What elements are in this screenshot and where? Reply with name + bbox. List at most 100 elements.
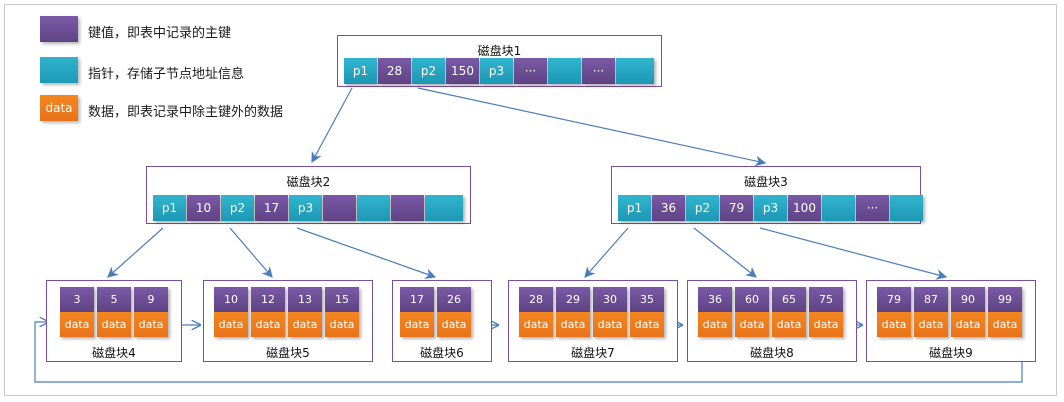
leaf-data: data [325,312,359,337]
leaf-key-3: 3 [60,287,94,312]
cell-pointer-empty-2[interactable] [890,195,923,221]
leaf-key-28: 28 [519,287,553,312]
cell-pointer-empty-1[interactable] [822,195,855,221]
leaf-cell[interactable]: 26 data [437,287,471,337]
cell-pointer-p1[interactable]: p1 [153,195,186,221]
cell-key-17[interactable]: 17 [255,195,288,221]
cell-pointer-empty-1[interactable] [357,195,390,221]
cell-pointer-p1[interactable]: p1 [618,195,651,221]
cell-key-10[interactable]: 10 [187,195,220,221]
leaf-data: data [772,312,806,337]
cell-key-ellipsis-1[interactable]: ··· [514,58,547,84]
leaf-data: data [951,312,985,337]
cell-key-empty-2[interactable] [391,195,424,221]
cell-pointer-p3[interactable]: p3 [289,195,322,221]
cell-key-150[interactable]: 150 [446,58,479,84]
leaf-cell[interactable]: 15 data [325,287,359,337]
cell-pointer-p1[interactable]: p1 [344,58,377,84]
leaf-key-60: 60 [735,287,769,312]
leaf-cell[interactable]: 10 data [214,287,248,337]
disk-block-7-cells: 28 data 29 data 30 data 35 data [519,287,667,337]
disk-block-5-cells: 10 data 12 data 13 data 15 data [214,287,362,337]
leaf-cell[interactable]: 79 data [877,287,911,337]
leaf-cell[interactable]: 90 data [951,287,985,337]
leaf-data: data [97,312,131,337]
cell-key-36[interactable]: 36 [652,195,685,221]
legend-label-data: 数据，即表记录中除主键外的数据 [88,105,284,120]
leaf-key-29: 29 [556,287,590,312]
leaf-data: data [519,312,553,337]
leaf-data: data [214,312,248,337]
leaf-data: data [914,312,948,337]
cell-pointer-empty-2[interactable] [616,58,654,84]
cell-pointer-p2[interactable]: p2 [221,195,254,221]
legend-label-pointer: 指针，存储子节点地址信息 [88,67,245,82]
cell-key-100[interactable]: 100 [788,195,821,221]
leaf-data: data [877,312,911,337]
disk-block-1-title: 磁盘块1 [477,44,522,58]
leaf-cell[interactable]: 28 data [519,287,553,337]
disk-block-2-title: 磁盘块2 [286,175,331,189]
leaf-key-17: 17 [400,287,434,312]
cell-key-79[interactable]: 79 [720,195,753,221]
cell-pointer-p3[interactable]: p3 [754,195,787,221]
disk-block-4-title: 磁盘块4 [92,346,136,360]
leaf-key-75: 75 [809,287,843,312]
disk-block-5-title: 磁盘块5 [266,346,310,360]
leaf-cell[interactable]: 3 data [60,287,94,337]
disk-block-9-cells: 79 data 87 data 90 data 99 data [877,287,1025,337]
leaf-data: data [437,312,471,337]
leaf-cell[interactable]: 75 data [809,287,843,337]
leaf-data: data [556,312,590,337]
leaf-cell[interactable]: 29 data [556,287,590,337]
disk-block-9-title: 磁盘块9 [929,346,973,360]
leaf-data: data [698,312,732,337]
leaf-key-65: 65 [772,287,806,312]
leaf-cell[interactable]: 13 data [288,287,322,337]
key-swatch [40,16,78,42]
pointer-swatch [40,57,78,83]
cell-key-empty-1[interactable] [323,195,356,221]
leaf-data: data [251,312,285,337]
leaf-data: data [809,312,843,337]
diagram-frame [4,4,1057,396]
cell-key-28[interactable]: 28 [378,58,411,84]
leaf-data: data [988,312,1022,337]
leaf-cell[interactable]: 99 data [988,287,1022,337]
leaf-cell[interactable]: 87 data [914,287,948,337]
leaf-cell[interactable]: 35 data [630,287,664,337]
leaf-cell[interactable]: 65 data [772,287,806,337]
cell-key-ellipsis-2[interactable]: ··· [582,58,615,84]
leaf-data: data [735,312,769,337]
leaf-data: data [630,312,664,337]
cell-pointer-empty-2[interactable] [425,195,463,221]
disk-block-6-title: 磁盘块6 [420,346,464,360]
cell-pointer-p2[interactable]: p2 [412,58,445,84]
leaf-cell[interactable]: 36 data [698,287,732,337]
disk-block-4-cells: 3 data 5 data 9 data [60,287,171,337]
disk-block-1-cells: p1 28 p2 150 p3 ··· ··· [344,58,655,84]
legend-label-key: 键值，即表中记录的主键 [88,26,232,41]
leaf-cell[interactable]: 17 data [400,287,434,337]
cell-pointer-p3[interactable]: p3 [480,58,513,84]
leaf-key-5: 5 [97,287,131,312]
cell-pointer-empty-1[interactable] [548,58,581,84]
leaf-cell[interactable]: 12 data [251,287,285,337]
leaf-cell[interactable]: 60 data [735,287,769,337]
leaf-data: data [134,312,168,337]
leaf-cell[interactable]: 9 data [134,287,168,337]
leaf-key-79: 79 [877,287,911,312]
leaf-key-87: 87 [914,287,948,312]
disk-block-8-title: 磁盘块8 [750,346,794,360]
leaf-cell[interactable]: 5 data [97,287,131,337]
leaf-data: data [400,312,434,337]
leaf-data: data [593,312,627,337]
leaf-key-30: 30 [593,287,627,312]
disk-block-2-cells: p1 10 p2 17 p3 [153,195,464,221]
leaf-data: data [288,312,322,337]
cell-pointer-p2[interactable]: p2 [686,195,719,221]
leaf-key-26: 26 [437,287,471,312]
cell-key-ellipsis-1[interactable]: ··· [856,195,889,221]
leaf-cell[interactable]: 30 data [593,287,627,337]
